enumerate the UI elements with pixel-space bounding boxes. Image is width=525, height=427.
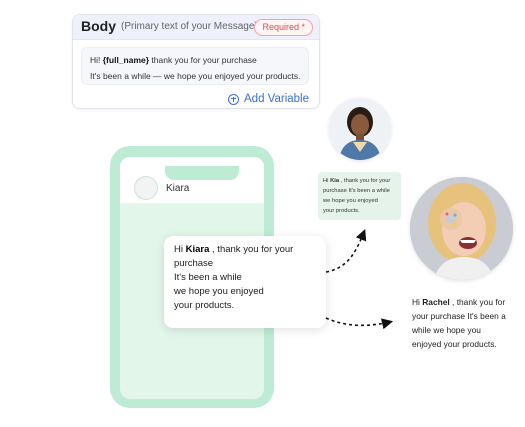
chat-header: Kiara	[120, 157, 264, 203]
message-line-1: Hi! {full_name} thank you for your purch…	[90, 52, 300, 68]
bubble-line-5: your products.	[174, 300, 235, 311]
recipient-1-greeting: Hi	[323, 178, 331, 184]
add-variable-label: Add Variable	[244, 93, 309, 105]
body-editor-header: Body (Primary text of your Message) Requ…	[73, 15, 319, 40]
recipient-1-line-1: Hi Kia , thank you for your	[323, 176, 396, 186]
bubble-line-2: purchase	[174, 258, 214, 269]
add-variable-button[interactable]: Add Variable	[228, 93, 309, 105]
bubble-line-3: It's been a while	[174, 272, 242, 283]
recipient-1-line-3: we hope you enjoyed	[323, 198, 378, 204]
chat-message-bubble: Hi Kiara , thank you for your purchase I…	[164, 236, 326, 328]
message-line-2: It's been a while — we hope you enjoyed …	[90, 71, 301, 81]
recipient-2-greeting: Hi	[412, 297, 423, 307]
message-line-1-rest: thank you for your purchase	[149, 55, 257, 65]
plus-circle-icon	[228, 93, 239, 105]
body-field-subtitle: (Primary text of your Message)	[121, 21, 258, 32]
recipient-2-line-1-rest: , thank you for	[449, 297, 506, 307]
recipient-2-line-1: Hi Rachel , thank you for	[412, 295, 517, 309]
recipient-2-name: Rachel	[422, 297, 450, 307]
arrow-to-recipient-1	[325, 229, 367, 273]
recipient-2-line-4: enjoyed your products.	[412, 339, 497, 349]
required-badge: Required *	[254, 19, 313, 36]
recipient-2-portrait-icon	[410, 177, 513, 280]
arrow-to-recipient-2	[325, 317, 394, 330]
contact-name: Kiara	[166, 183, 190, 194]
recipient-2-line-2: your purchase It's been a	[412, 311, 506, 321]
bubble-greeting: Hi	[174, 244, 186, 255]
recipient-2-message: Hi Rachel , thank you for your purchase …	[406, 291, 523, 353]
contact-avatar	[134, 176, 158, 200]
body-editor-card: Body (Primary text of your Message) Requ…	[72, 14, 320, 109]
bubble-line-4: we hope you enjoyed	[174, 286, 264, 297]
recipient-2-line-3: while we hope you	[412, 325, 481, 335]
recipient-1-line-4: your products.	[323, 208, 360, 214]
recipient-1-message: Hi Kia , thank you for your purchase It'…	[318, 172, 401, 220]
recipient-1-line-2: purchase It's been a while	[323, 188, 390, 194]
recipient-2-photo	[410, 177, 513, 280]
bubble-line-1-rest: , thank you for your	[209, 244, 294, 255]
bubble-line-1: Hi Kiara , thank you for your	[174, 243, 316, 257]
body-field-title: Body	[81, 18, 116, 34]
recipient-1-name: Kia	[330, 178, 340, 184]
recipient-1-portrait-icon	[329, 98, 391, 160]
recipient-1-line-1-rest: , thank you for your	[339, 178, 391, 184]
message-greeting: Hi!	[90, 55, 103, 65]
body-message-input[interactable]: Hi! {full_name} thank you for your purch…	[81, 47, 309, 85]
bubble-recipient-name: Kiara	[185, 244, 210, 255]
phone-notch	[165, 166, 239, 180]
recipient-1-photo	[329, 98, 391, 160]
full-name-variable-token: {full_name}	[102, 55, 150, 65]
